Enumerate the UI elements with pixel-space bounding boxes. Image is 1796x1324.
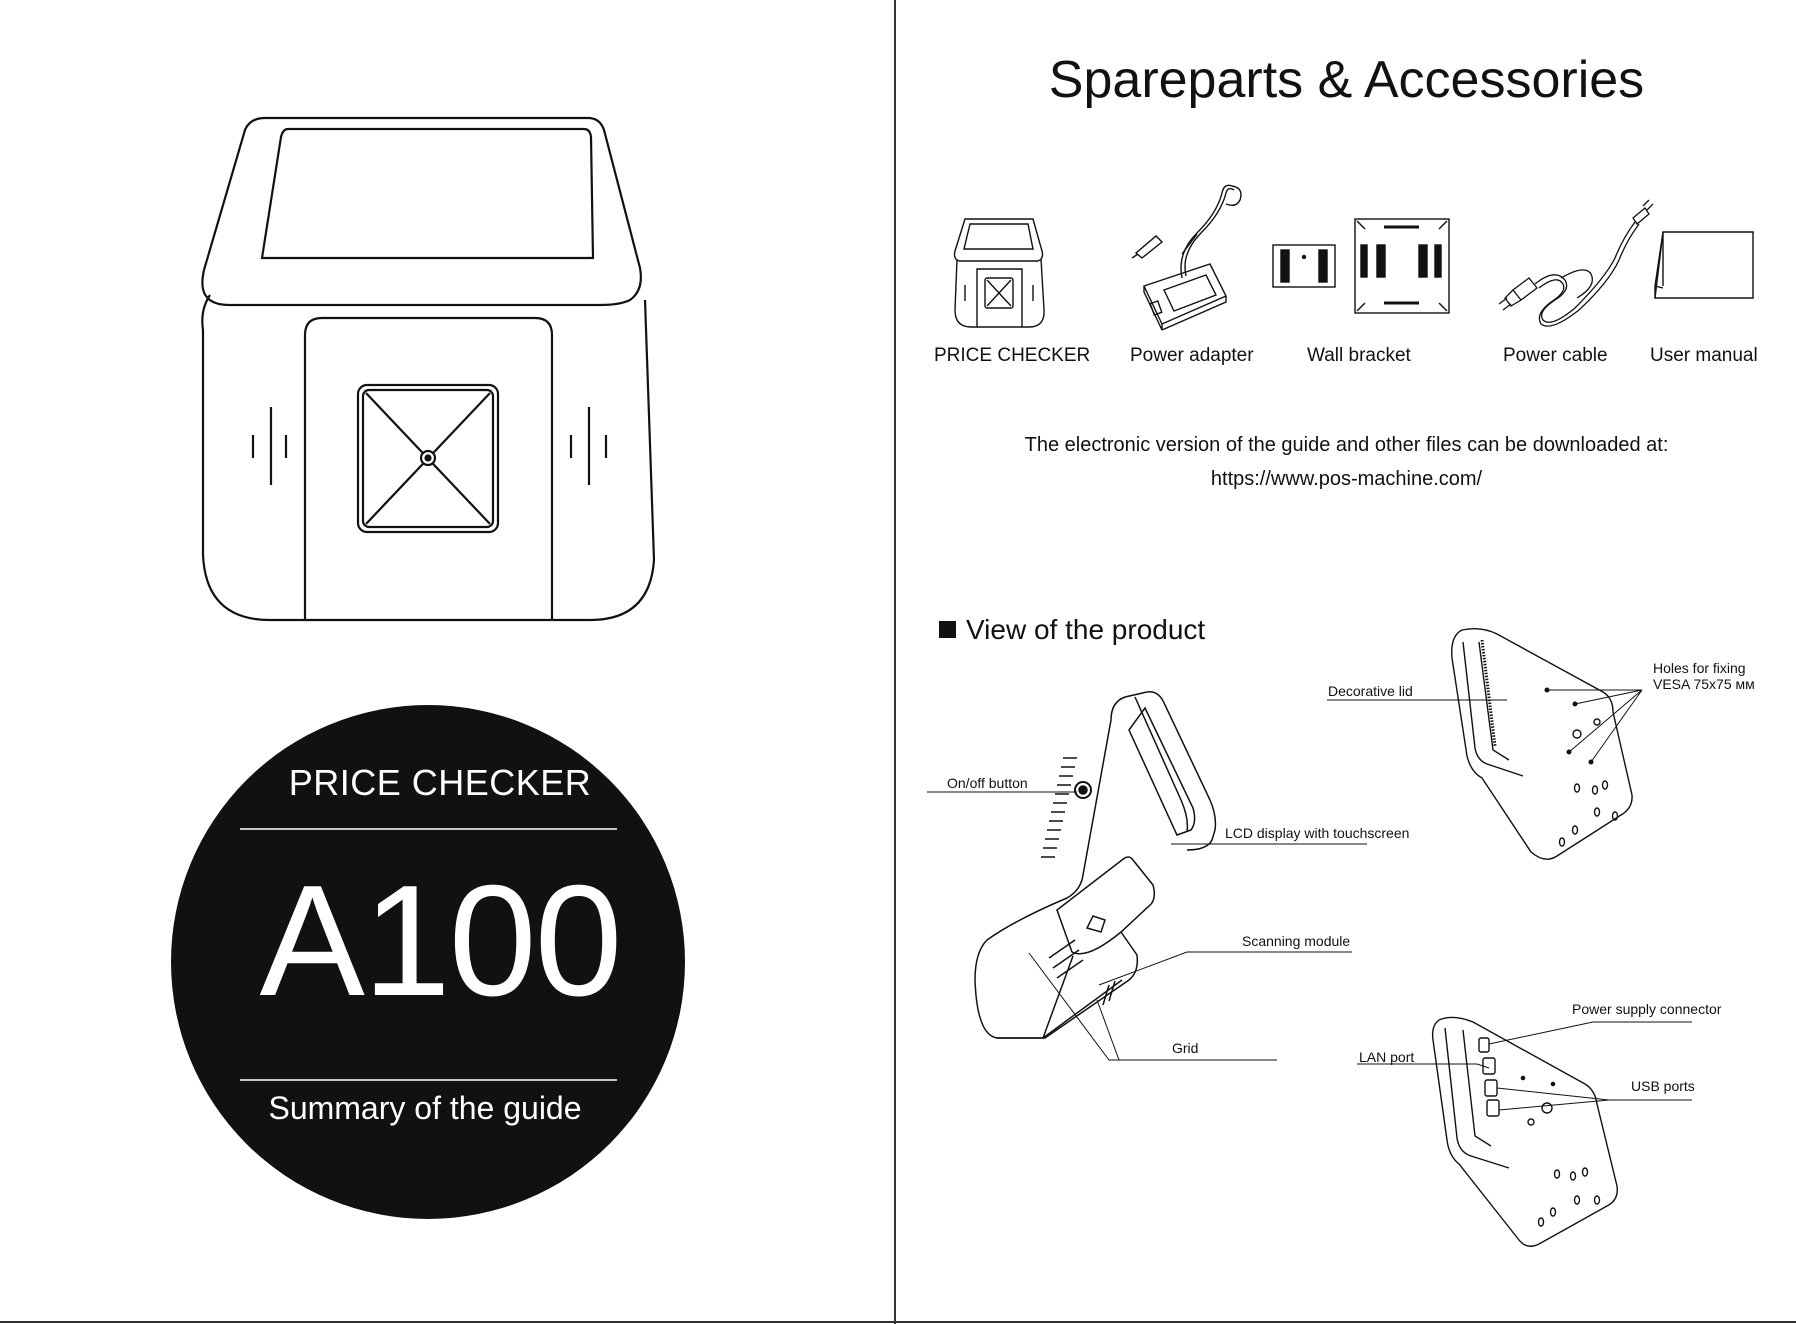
callout-grid: Grid [1172,1040,1199,1056]
product-ports-view-illustration [1357,1016,1692,1247]
spareparts-page: Spareparts & Accessories [897,0,1796,1324]
accessory-label-power-cable: Power cable [1503,345,1608,366]
power-cable-icon [1498,199,1654,327]
price-checker-icon [953,218,1045,328]
user-manual-icon [1654,231,1754,299]
download-note: The electronic version of the guide and … [1024,434,1669,456]
accessory-label-user-manual: User manual [1650,345,1758,366]
product-front-view-illustration [927,691,1367,1061]
model-number: A100 [259,853,622,1029]
callout-power-supply: Power supply connector [1572,1001,1722,1017]
product-view-title-text: View of the product [966,614,1206,645]
section-bullet-icon [939,621,956,638]
download-link[interactable]: https://www.pos-machine.com/ [1210,468,1483,490]
callout-lan-port: LAN port [1359,1049,1415,1065]
accessory-label-wall-bracket: Wall bracket [1307,345,1411,366]
callout-on-off-button: On/off button [947,775,1028,791]
cover-black-circle [171,705,685,1219]
product-line-title: PRICE CHECKER [288,762,592,803]
callout-decorative-lid: Decorative lid [1328,683,1413,699]
accessory-label-price-checker: PRICE CHECKER [934,345,1091,366]
wall-bracket-icon [1272,218,1450,314]
page-divider [894,0,896,1324]
callout-holes-line1: Holes for fixing [1653,660,1746,676]
bottom-rule [0,1321,1796,1323]
cover-page: PRICE CHECKER A100 Summary of the guide [0,0,895,1324]
callout-scanning-module: Scanning module [1242,933,1351,949]
power-adapter-icon [1131,184,1242,331]
product-back-view-illustration [1327,627,1643,860]
price-checker-illustration [201,116,656,622]
page-title: Spareparts & Accessories [1048,51,1645,109]
callout-holes-line2: VESA 75x75 мм [1653,676,1755,692]
callout-lcd-display: LCD display with touchscreen [1225,825,1410,841]
callout-usb-ports: USB ports [1631,1078,1695,1094]
guide-subtitle: Summary of the guide [268,1090,582,1126]
accessory-label-power-adapter: Power adapter [1130,345,1254,366]
product-view-title: View of the product [939,614,1205,646]
